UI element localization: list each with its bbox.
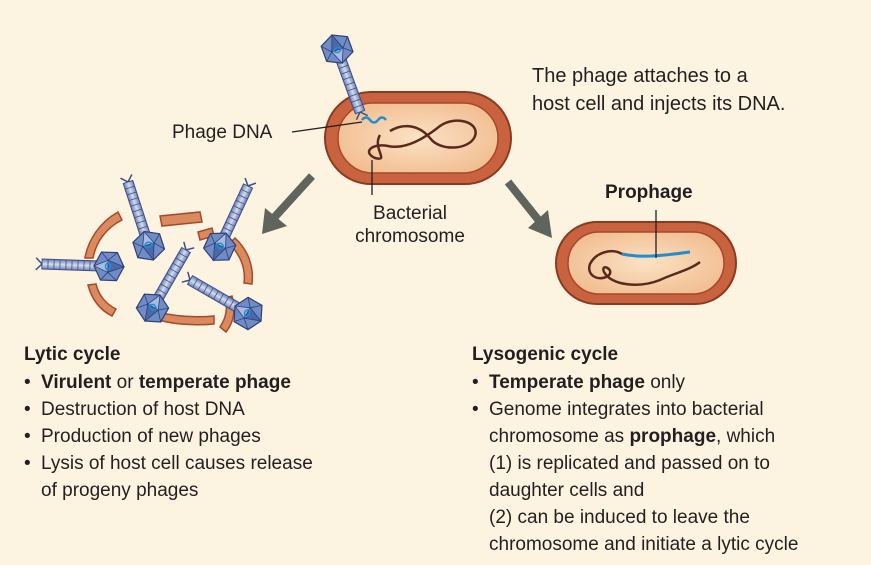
progeny-phages: [34, 171, 269, 334]
lysogenic-b2-line-3: (1) is replicated and passed on to: [489, 453, 770, 474]
phage-dna-label: Phage DNA: [172, 122, 273, 143]
lysogenic-b2-line-4: daughter cells and: [489, 480, 645, 501]
lysed-cell-debris: [84, 210, 254, 334]
lysogenic-b2-line-1: Genome integrates into bacterial: [489, 399, 764, 420]
lysogenic-b2-line-6: chromosome and initiate a lytic cycle: [489, 534, 799, 555]
attach-caption: The phage attaches to a host cell and in…: [532, 62, 785, 118]
lytic-bullet-4: Lysis of host cell causes release of prog…: [24, 450, 313, 504]
lytic-b4-line-1: Lysis of host cell causes release: [41, 453, 313, 474]
lytic-cycle-title: Lytic cycle: [24, 344, 121, 365]
attach-caption-line-2: host cell and injects its DNA.: [532, 93, 786, 115]
lysogenic-cycle-list: Temperate phage only Genome integrates i…: [472, 369, 798, 558]
lytic-bullet-1: Virulent or temperate phage: [24, 369, 313, 396]
lysogenic-b2-line-2-c: , which: [716, 426, 776, 447]
lytic-b1-temperate: temperate phage: [138, 372, 291, 393]
bacterial-chromosome-label-line-1: Bacterial: [373, 203, 447, 224]
lysogenic-cycle-title: Lysogenic cycle: [472, 344, 619, 365]
injected-phage-dna: [361, 116, 387, 124]
lytic-cycle-list: Virulent or temperate phage Destruction …: [24, 369, 313, 504]
lysogenic-bullet-2: Genome integrates into bacterial chromos…: [472, 396, 798, 558]
integrated-prophage: [621, 250, 691, 258]
attach-caption-line-1: The phage attaches to a: [532, 65, 748, 87]
lysogenic-b2-line-2: chromosome as prophage, which: [489, 423, 798, 450]
lysogenic-host-cell: [555, 221, 737, 305]
lytic-b4-line-2: of progeny phages: [41, 480, 199, 501]
prophage-label: Prophage: [605, 182, 693, 203]
bacterial-chromosome-label: Bacterial chromosome: [340, 202, 480, 248]
lytic-bullet-3: Production of new phages: [24, 423, 313, 450]
lysogenic-b2-line-5: (2) can be induced to leave the: [489, 507, 750, 528]
lysogenic-bacterial-chromosome: [587, 250, 701, 286]
lysogenic-b1-temperate: Temperate phage: [489, 372, 645, 393]
lysogenic-bullet-1: Temperate phage only: [472, 369, 798, 396]
lytic-b1-or: or: [111, 372, 139, 393]
lysogenic-b2-prophage: prophage: [629, 426, 717, 447]
lysogenic-b1-only: only: [644, 372, 686, 393]
arrow-to-lytic: [262, 173, 315, 234]
phage-dna-pointer: [291, 121, 363, 133]
arrow-to-lysogenic: [504, 179, 552, 238]
lysogenic-b2-line-2-a: chromosome as: [489, 426, 630, 447]
bacterial-chromosome-label-line-2: chromosome: [355, 226, 465, 247]
top-bacterial-chromosome: [367, 119, 477, 160]
lytic-b1-virulent: Virulent: [41, 372, 112, 393]
lytic-bullet-2: Destruction of host DNA: [24, 396, 313, 423]
